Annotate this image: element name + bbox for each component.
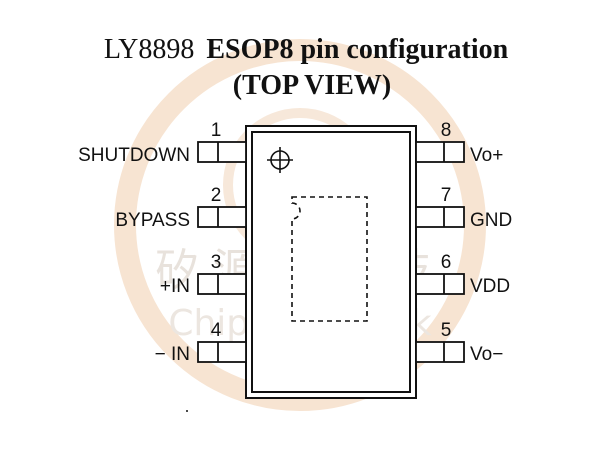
- pin-8: 8 Vo+: [415, 120, 503, 166]
- pin-1: 1 SHUTDOWN: [78, 120, 247, 166]
- watermark-ring: [114, 39, 486, 411]
- exposed-pad: [291, 196, 368, 322]
- title-subheading: (TOP VIEW): [233, 70, 391, 101]
- pin-4: 4 − IN: [155, 320, 247, 365]
- pin-7-label: GND: [470, 210, 512, 231]
- pin-4-label: − IN: [155, 344, 190, 365]
- pin-8-label: Vo+: [470, 145, 503, 166]
- pin-7: 7 GND: [415, 185, 512, 231]
- pin-6-number: 6: [441, 252, 452, 273]
- title-heading: ESOP8 pin configuration: [206, 34, 508, 65]
- pin-5-label: Vo−: [470, 344, 503, 365]
- pin-7-number: 7: [441, 185, 452, 206]
- pin-5: 5 Vo−: [415, 320, 503, 365]
- pin-2-number: 2: [211, 185, 222, 206]
- package-body: [245, 125, 417, 399]
- pin-5-number: 5: [441, 320, 452, 341]
- pin-2-label: BYPASS: [115, 210, 190, 231]
- pin-3: 3 +IN: [160, 252, 247, 297]
- pin-2: 2 BYPASS: [115, 185, 247, 231]
- pin-3-label: +IN: [160, 276, 190, 297]
- pin-1-label: SHUTDOWN: [78, 145, 190, 166]
- pin-1-number: 1: [211, 120, 222, 141]
- pin-6-label: VDD: [470, 276, 510, 297]
- pin-3-number: 3: [211, 252, 222, 273]
- pin-8-number: 8: [441, 120, 452, 141]
- part-number: LY8898: [104, 34, 195, 65]
- pin1-marker-icon: [267, 147, 293, 173]
- diagram-title: LY8898 ESOP8 pin configuration: [104, 34, 509, 65]
- pin-4-number: 4: [211, 320, 222, 341]
- stray-dot: [186, 410, 188, 412]
- pin-6: 6 VDD: [415, 252, 510, 297]
